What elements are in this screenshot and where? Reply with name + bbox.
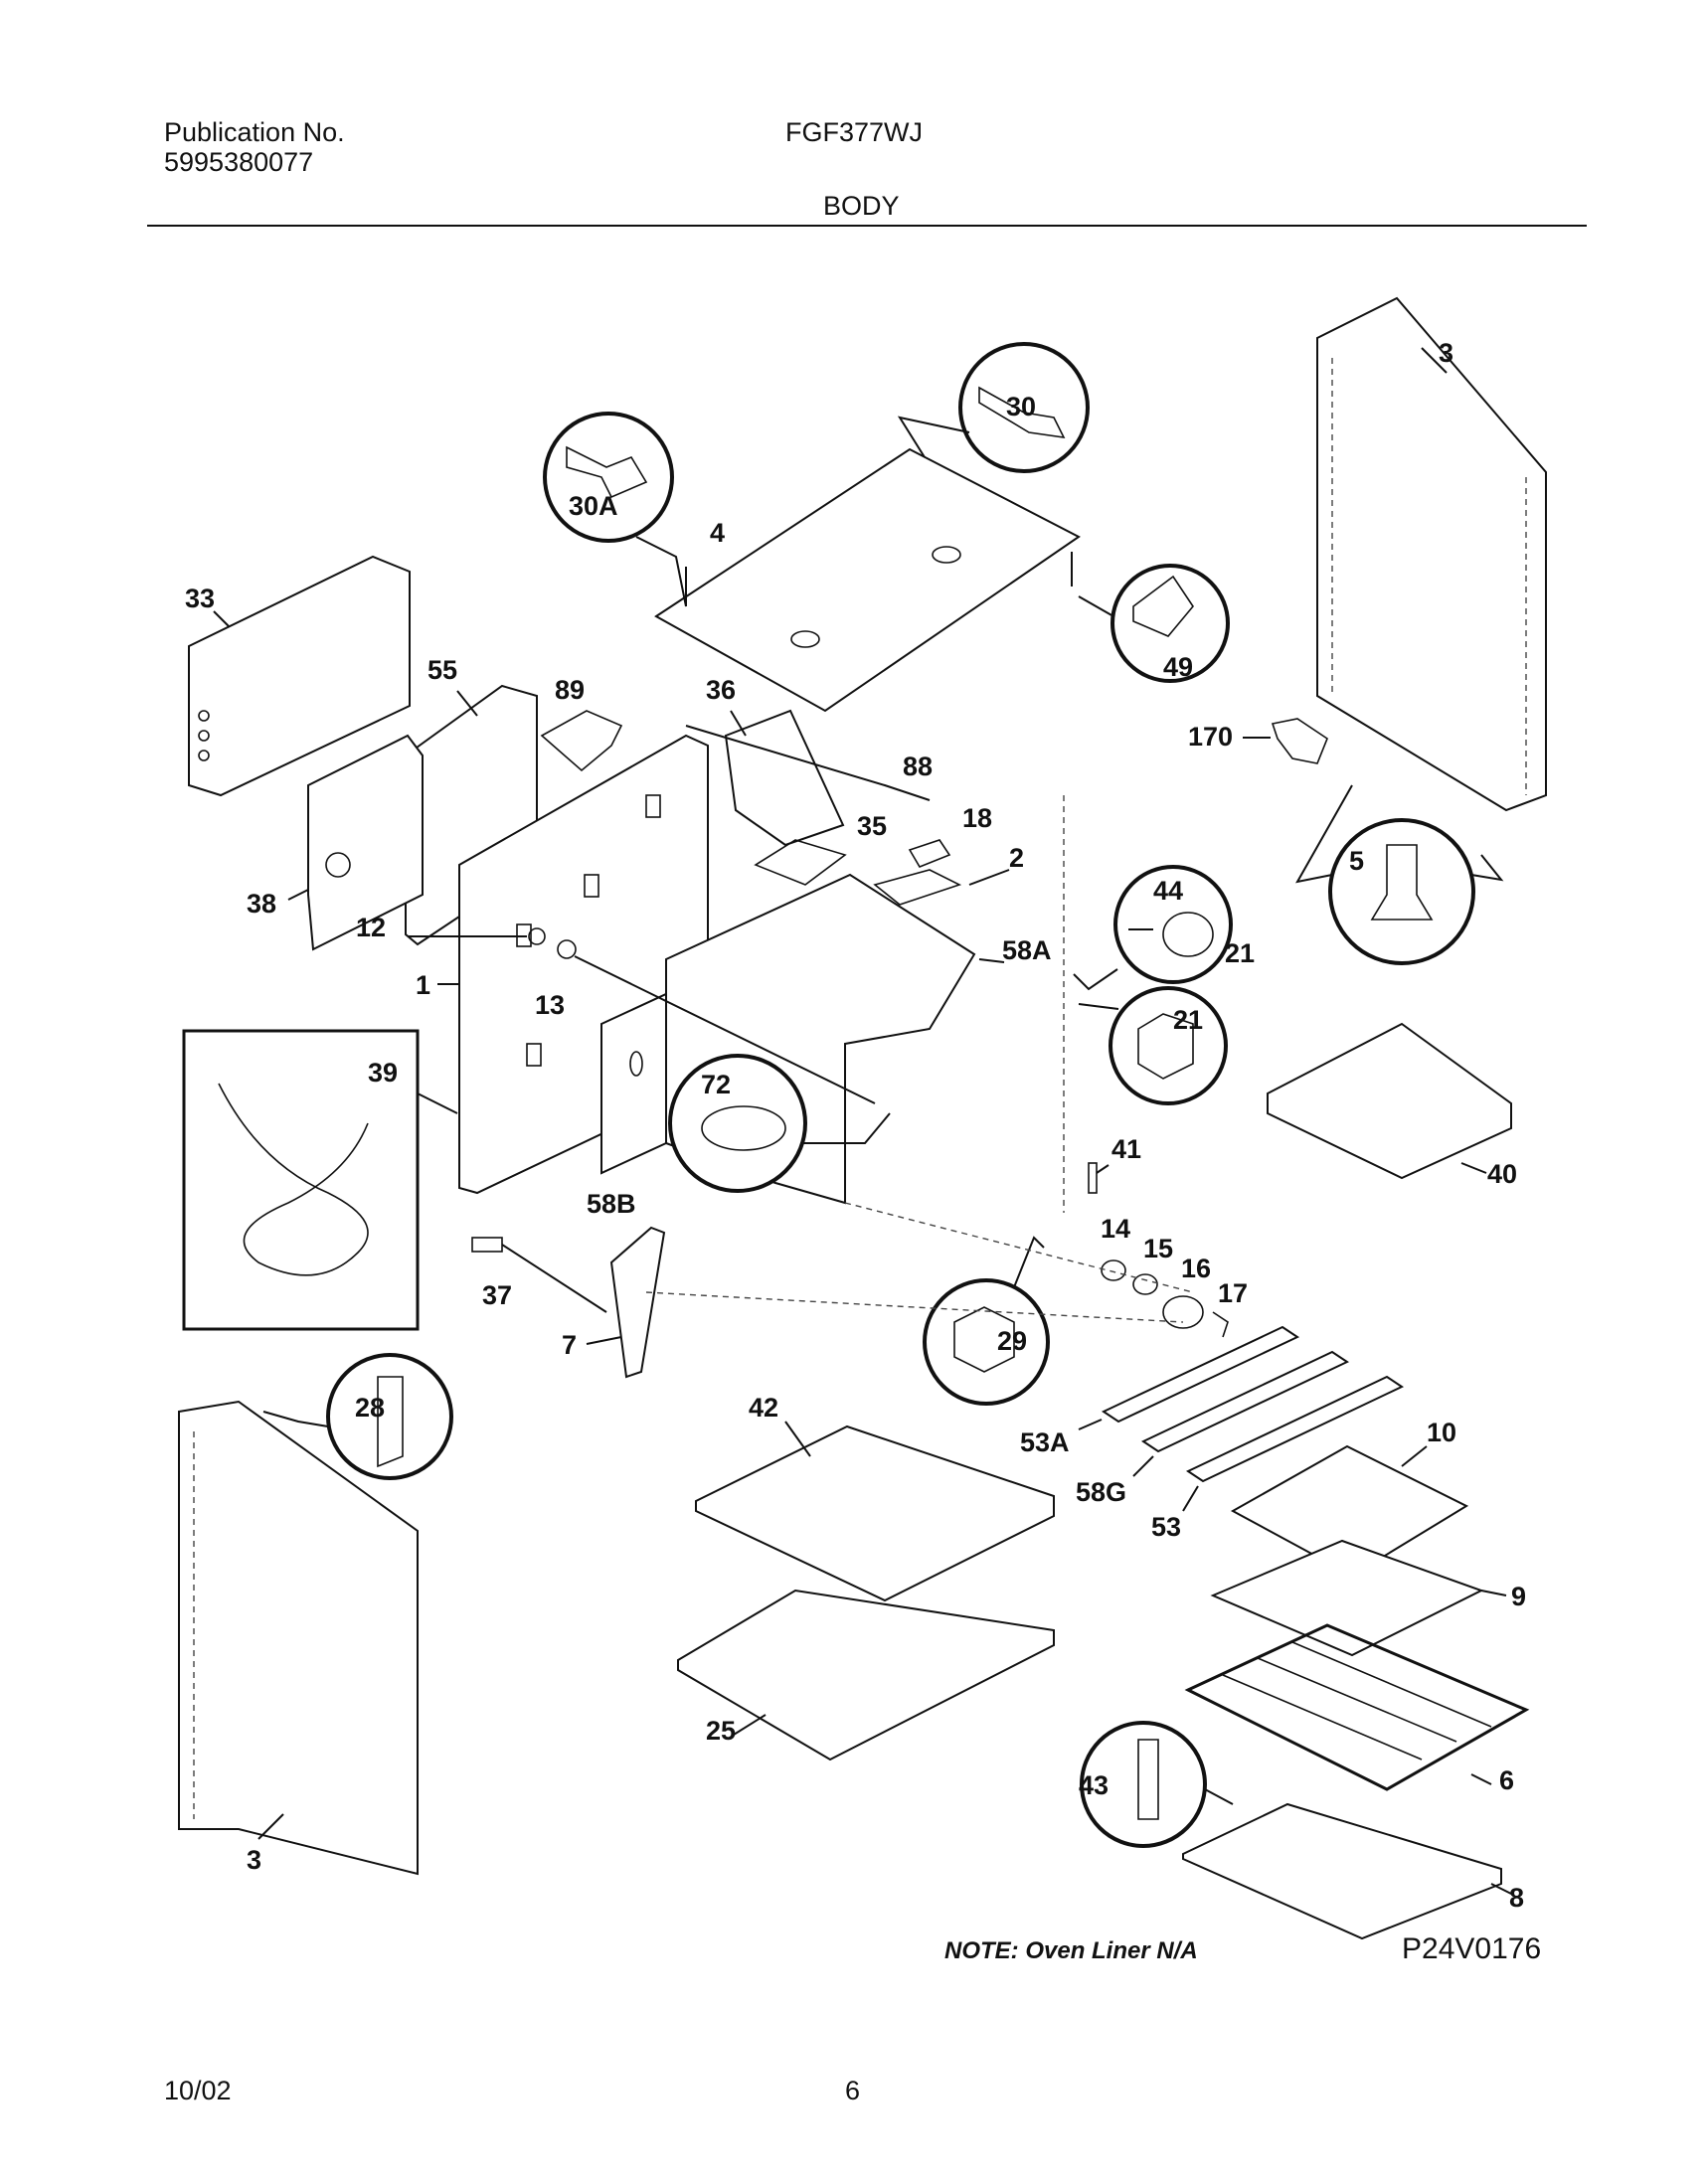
callout-7: 7: [562, 1330, 577, 1360]
callout-16: 16: [1181, 1254, 1211, 1283]
callout-53a: 53A: [1020, 1427, 1070, 1457]
callout-58b: 58B: [587, 1189, 636, 1219]
part-38-insulation: [287, 734, 424, 951]
callout-1: 1: [416, 970, 430, 1000]
callout-8: 8: [1509, 1883, 1524, 1913]
part-37-sensor: [471, 1237, 607, 1313]
part-6-oven-rack: [1184, 1623, 1530, 1791]
callout-39: 39: [368, 1058, 398, 1088]
part-8-bottom-pan: [1182, 1802, 1512, 1940]
part-30a-inset: [543, 412, 687, 607]
callout-49: 49: [1163, 652, 1193, 682]
part-43-inset: [1080, 1721, 1234, 1848]
callout-36: 36: [706, 675, 736, 705]
part-12-fitting: [408, 927, 546, 945]
callout-25: 25: [706, 1716, 736, 1746]
part-5-inset: [1295, 784, 1504, 965]
part-14-15-16-17-light: [1101, 1259, 1229, 1338]
callout-30: 30: [1006, 392, 1036, 421]
callout-40: 40: [1487, 1159, 1517, 1189]
callout-3-bottom: 3: [247, 1845, 261, 1875]
assembly-line: [645, 1291, 1184, 1323]
callout-13: 13: [535, 990, 565, 1020]
callout-42: 42: [749, 1393, 778, 1423]
part-2-bracket: [873, 869, 1010, 906]
header-rule: [147, 225, 1587, 227]
part-49-inset: [1078, 564, 1230, 683]
part-72-inset: [668, 1054, 891, 1193]
part-53-rail: [1182, 1375, 1405, 1512]
part-4-top-panel: [654, 447, 1081, 713]
part-13-tube: [557, 939, 876, 1104]
part-44-inset: [1073, 865, 1233, 991]
callout-72: 72: [701, 1070, 731, 1099]
part-58b-panel: [600, 992, 667, 1175]
assembly-line: [844, 1202, 1194, 1293]
model-number: FGF377WJ: [785, 117, 924, 147]
callout-4: 4: [710, 518, 725, 548]
callout-37: 37: [482, 1280, 512, 1310]
part-58g-rail: [1132, 1350, 1350, 1477]
part-170-bracket: [1243, 718, 1328, 764]
part-35-plate: [754, 839, 847, 886]
footer-page-number: 6: [845, 2076, 861, 2105]
callout-43: 43: [1079, 1770, 1109, 1800]
callout-58g: 58G: [1076, 1477, 1126, 1507]
oven-liner-note: NOTE: Oven Liner N/A: [944, 1937, 1198, 1964]
part-29-inset: [923, 1236, 1050, 1406]
callout-53: 53: [1151, 1512, 1181, 1542]
callout-58a: 58A: [1002, 935, 1052, 965]
callout-55: 55: [427, 655, 457, 685]
callout-21a: 21: [1225, 938, 1255, 968]
part-53a-rail: [1078, 1325, 1300, 1430]
callout-14: 14: [1101, 1214, 1130, 1244]
part-7-hinge: [586, 1226, 666, 1379]
publication-label: Publication No.: [164, 117, 345, 147]
part-30-inset: [897, 342, 1090, 473]
callout-15: 15: [1143, 1234, 1173, 1263]
footer-date: 10/02: [164, 2076, 232, 2105]
part-42-bottom-panel: [695, 1421, 1055, 1602]
callout-33: 33: [185, 584, 215, 613]
callout-10: 10: [1427, 1418, 1456, 1447]
callout-12: 12: [356, 913, 386, 942]
callout-44: 44: [1153, 876, 1183, 906]
part-33-back-panel: [188, 555, 411, 797]
callout-41: 41: [1111, 1134, 1141, 1164]
callout-35: 35: [857, 811, 887, 841]
publication-number: 5995380077: [164, 147, 314, 177]
part-41-clip: [1088, 1162, 1110, 1194]
callout-30a: 30A: [569, 491, 618, 521]
part-3-left-side-panel: [178, 1400, 419, 1876]
callout-6: 6: [1499, 1765, 1514, 1795]
diagram-code: P24V0176: [1402, 1932, 1541, 1965]
callout-89: 89: [555, 675, 585, 705]
part-3-right-side-panel: [1316, 296, 1547, 812]
part-89-bracket: [540, 710, 623, 772]
part-18-clip: [908, 839, 951, 868]
callout-18: 18: [962, 803, 992, 833]
part-36-bracket: [724, 709, 845, 847]
callout-29: 29: [997, 1326, 1027, 1356]
callout-28: 28: [355, 1393, 385, 1423]
part-28-inset: [262, 1353, 453, 1480]
callout-5: 5: [1349, 846, 1364, 876]
callout-38: 38: [247, 889, 276, 919]
part-39-power-cord-inset: [182, 1029, 458, 1331]
part-88-wire: [685, 725, 931, 801]
callout-9: 9: [1511, 1582, 1526, 1611]
callout-88: 88: [903, 752, 933, 781]
callout-21b: 21: [1173, 1005, 1203, 1035]
callout-170: 170: [1188, 722, 1233, 752]
callout-17: 17: [1218, 1278, 1248, 1308]
part-21-inset: [1078, 986, 1228, 1105]
part-25-bottom-tray: [677, 1589, 1055, 1761]
callout-3-top: 3: [1439, 338, 1453, 368]
section-title: BODY: [823, 191, 900, 221]
callout-2: 2: [1009, 843, 1024, 873]
part-40-oven-bottom: [1267, 1022, 1512, 1180]
